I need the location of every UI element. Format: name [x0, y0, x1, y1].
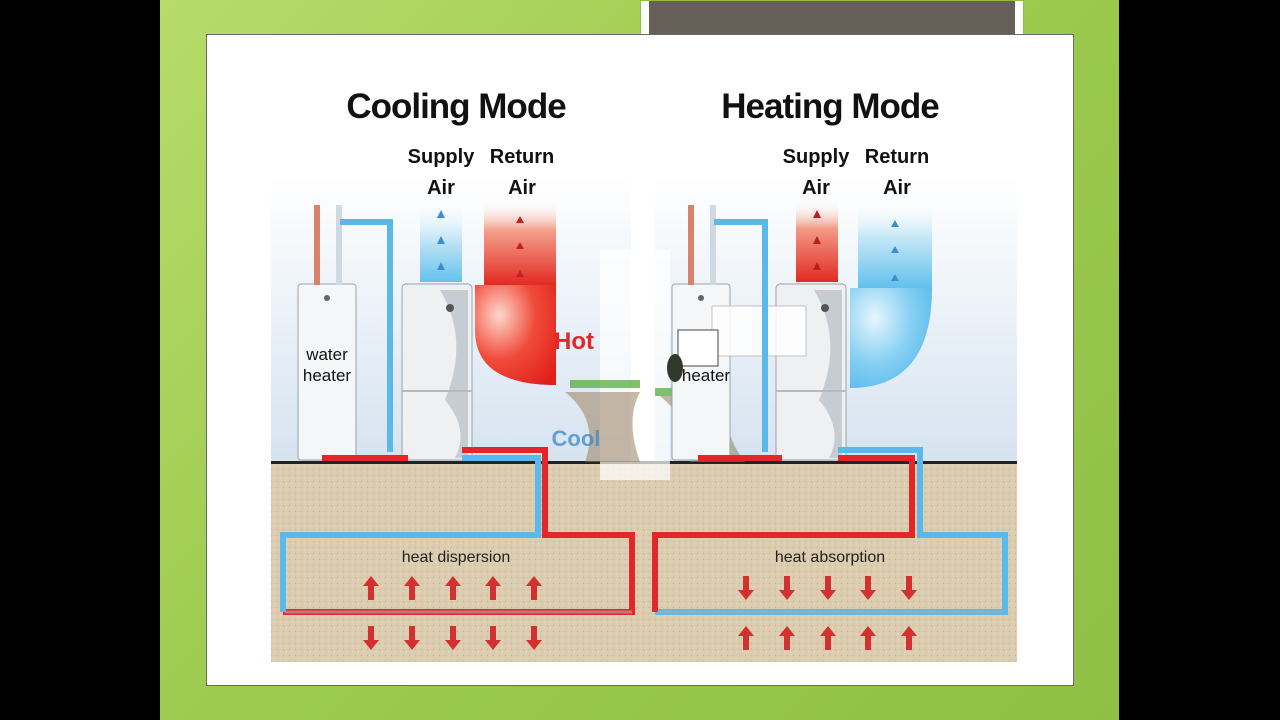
transition-box-artifact	[711, 305, 807, 357]
heating-supply-label-2: Air	[802, 177, 830, 199]
cooling-heat-pump-logo-icon	[446, 304, 454, 312]
cooling-cool-label: Cool	[552, 426, 601, 451]
cooling-heat-pump-seam	[402, 390, 472, 392]
heating-water-pipe-cold	[710, 205, 716, 285]
cooling-water-heater-label-1: water	[305, 345, 348, 364]
heating-supply-label-1: Supply	[783, 146, 851, 168]
heating-return-duct	[858, 200, 932, 288]
cooling-hot-label: Hot	[554, 328, 594, 355]
cooling-return-label-2: Air	[508, 177, 536, 199]
heating-duct-elbow	[850, 288, 932, 388]
transition-tree-artifact	[667, 354, 683, 382]
heating-mode-title: Heating Mode	[721, 87, 939, 126]
cooling-mode-title: Cooling Mode	[346, 87, 566, 126]
cooling-dispersion-arrows-down	[363, 626, 542, 650]
heating-return-label-2: Air	[883, 177, 911, 199]
cooling-water-heater-logo-icon	[324, 295, 330, 301]
heating-heat-pump-seam	[776, 390, 846, 392]
ground-soil	[271, 462, 1017, 662]
heating-pipe-cold-vertical	[714, 219, 768, 452]
cooling-return-arrows	[516, 216, 524, 277]
heating-water-heater-logo-icon	[698, 295, 704, 301]
heating-absorption-arrows-up	[738, 626, 917, 650]
heating-return-arrows	[891, 220, 899, 281]
cooling-supply-label-2: Air	[427, 177, 455, 199]
heating-heat-pump-logo-icon	[821, 304, 829, 312]
heating-supply-arrows	[813, 210, 821, 270]
grass-strip-left	[570, 380, 640, 388]
cooling-loop-label: heat dispersion	[402, 549, 511, 566]
heating-loop-hot	[652, 455, 915, 612]
cooling-duct-elbow	[475, 285, 556, 385]
dirt-mound-left	[565, 392, 640, 462]
cooling-supply-label-1: Supply	[408, 146, 476, 168]
cooling-return-label-1: Return	[490, 146, 554, 168]
heating-heat-pump-panel	[814, 290, 842, 458]
cooling-supply-arrows	[437, 210, 445, 270]
cooling-pipe-cold-vertical	[340, 219, 393, 452]
heating-return-label-1: Return	[865, 146, 929, 168]
transition-house-artifact	[677, 329, 719, 367]
heating-loop-label: heat absorption	[775, 549, 885, 566]
cooling-loop-cold	[280, 455, 541, 612]
cooling-water-heater-label-2: heater	[303, 366, 352, 385]
heating-water-heater-label-2: heater	[682, 366, 731, 385]
cooling-water-pipe-cold	[336, 205, 342, 285]
heating-water-pipe-hot	[688, 205, 694, 285]
cooling-heat-pump	[401, 283, 473, 461]
cooling-dispersion-arrows-up	[363, 576, 542, 600]
heating-absorption-arrows-down	[738, 576, 917, 600]
cooling-water-pipe-hot	[314, 205, 320, 285]
cooling-heat-pump-panel	[440, 290, 468, 458]
